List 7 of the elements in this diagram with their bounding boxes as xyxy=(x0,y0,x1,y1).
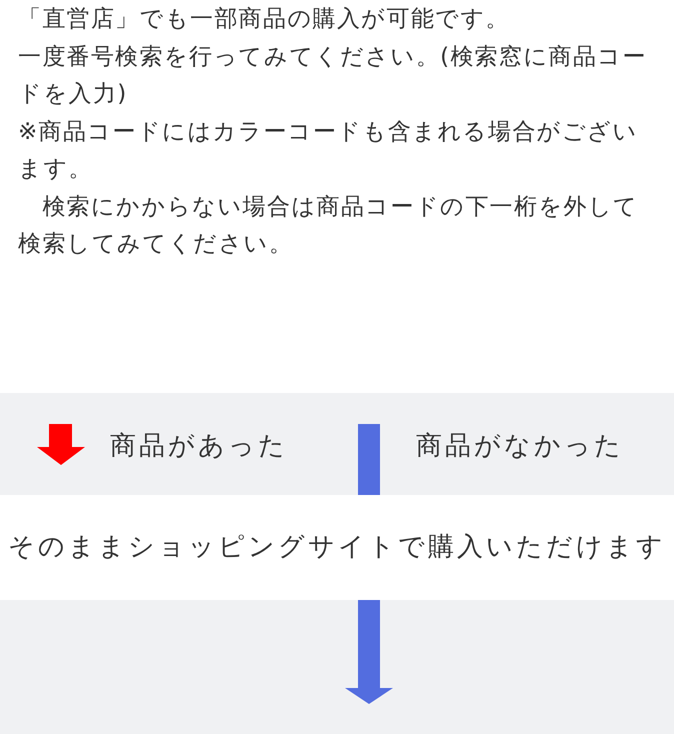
note-text: 「直営店」でも一部商品の購入が可能です。 xyxy=(18,5,511,34)
branch-label: 商品がなかった xyxy=(358,424,674,469)
branch-label: 商品があった xyxy=(96,424,358,469)
note-text: ※商品コードにはカラーコードも含まれる場合がございます。 xyxy=(18,118,639,184)
note-text: 一度番号検索を行ってみてください。(検索窓に商品コードを入力) xyxy=(18,42,648,109)
flow-arrow xyxy=(345,600,393,704)
note-text: 検索にかからない場合は商品コードの下一桁を外して検索してみてください。 xyxy=(18,192,640,259)
